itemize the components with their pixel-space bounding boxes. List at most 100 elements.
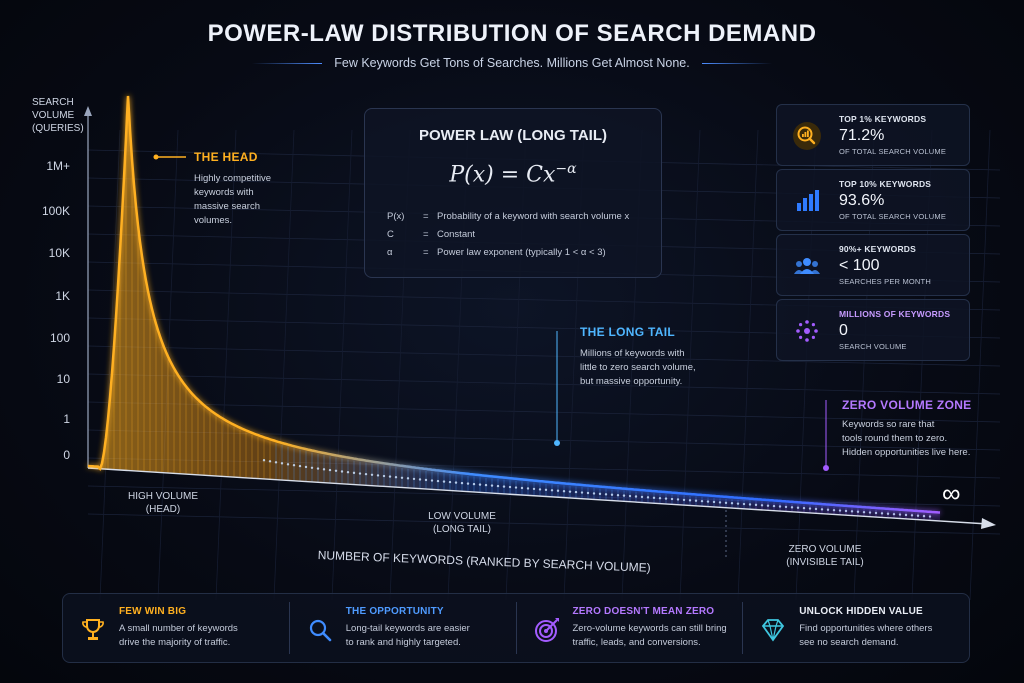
keyword-point	[370, 473, 374, 476]
footer-text: Long-tail keywords are easier to rank an…	[346, 622, 516, 650]
keyword-point	[922, 514, 926, 518]
keyword-point	[880, 512, 884, 515]
x-region-label-line: ZERO VOLUME	[788, 544, 862, 555]
stat-card-top-10: TOP 10% KEYWORDS 93.6% OF TOTAL SEARCH V…	[776, 169, 970, 231]
keyword-point	[574, 490, 578, 494]
keyword-point	[790, 506, 794, 509]
def-equals: =	[423, 229, 429, 240]
stat-card-90-percent: 90%+ KEYWORDS < 100 SEARCHES PER MONTH	[776, 234, 970, 296]
keyword-point	[838, 509, 842, 512]
keyword-point	[808, 507, 812, 510]
chart-axes	[84, 106, 996, 560]
long-tail-annotation: THE LONG TAIL Millions of keywords with …	[580, 325, 696, 389]
def-desc: Constant	[437, 229, 476, 240]
keyword-point	[664, 497, 668, 500]
head-text-line: Highly competitive	[194, 173, 272, 184]
grid-line	[273, 129, 295, 601]
keyword-point	[322, 468, 326, 471]
keyword-point	[796, 506, 800, 509]
keyword-point	[436, 479, 440, 483]
subtitle-rule-right	[701, 62, 772, 64]
keyword-point	[766, 504, 770, 507]
keyword-point	[754, 503, 758, 507]
keyword-point	[412, 477, 416, 481]
x-axis-line	[87, 467, 989, 525]
insights-footer: FEW WIN BIG A small number of keywords d…	[62, 593, 970, 663]
keyword-point	[610, 493, 614, 496]
keyword-point	[532, 487, 536, 491]
keyword-point	[892, 512, 896, 516]
keyword-point	[262, 458, 266, 462]
y-tick-label: 10	[56, 372, 70, 386]
keyword-point	[334, 469, 338, 473]
stat-card-millions: MILLIONS OF KEYWORDS 0 SEARCH VOLUME	[776, 299, 970, 361]
keyword-point	[748, 503, 752, 506]
x-region-label-line: (HEAD)	[145, 504, 181, 515]
footer-item-zero-not-zero: ZERO DOESN'T MEAN ZERO Zero-volume keywo…	[517, 602, 744, 654]
keyword-point	[856, 510, 860, 513]
keyword-point	[592, 492, 596, 495]
long-tail-text: Millions of keywords with little to zero…	[580, 347, 696, 389]
zero-zone-title: ZERO VOLUME ZONE	[842, 398, 972, 412]
keyword-point	[844, 509, 848, 513]
keyword-point	[520, 486, 524, 490]
bar-chart-icon	[791, 185, 823, 217]
users-icon	[791, 250, 823, 282]
y-tick-label: 1K	[55, 289, 70, 303]
zero-zone-text: Keywords so rare that tools round them t…	[842, 418, 971, 460]
def-symbol: P(x)	[387, 211, 405, 222]
keyword-point	[778, 505, 782, 508]
head-text-line: massive search	[194, 201, 260, 212]
keyword-point	[694, 499, 698, 502]
keyword-point	[430, 479, 434, 482]
footer-text-line: to rank and highly targeted.	[345, 637, 461, 648]
keyword-point	[454, 481, 458, 484]
keyword-point	[400, 476, 404, 479]
keyword-point	[784, 505, 788, 509]
formula-def-row: C = Constant	[387, 229, 475, 240]
keyword-point	[514, 486, 518, 489]
keyword-point	[850, 510, 854, 513]
keyword-point	[508, 485, 512, 489]
y-tick-label: 100	[49, 331, 70, 345]
footer-item-unlock-value: UNLOCK HIDDEN VALUE Find opportunities w…	[743, 602, 969, 654]
stat-value: 93.6%	[839, 192, 885, 209]
grid-line	[99, 129, 121, 601]
keyword-point	[646, 496, 650, 499]
long-tail-text-line: Millions of keywords with	[580, 348, 685, 359]
stat-sub: OF TOTAL SEARCH VOLUME	[839, 147, 947, 156]
keyword-point	[886, 512, 890, 515]
keyword-point	[700, 499, 704, 503]
annotation-leaders	[153, 154, 829, 471]
keyword-point	[478, 483, 482, 486]
page-subtitle: Few Keywords Get Tons of Searches. Milli…	[334, 56, 690, 70]
footer-text-line: see no search demand.	[799, 637, 899, 648]
keyword-point	[868, 511, 872, 514]
grid-line	[969, 129, 991, 601]
keyword-point	[316, 467, 320, 470]
footer-text-line: A small number of keywords	[119, 623, 238, 634]
footer-text: A small number of keywords drive the maj…	[119, 622, 289, 650]
keyword-point	[742, 502, 746, 506]
keyword-point	[916, 514, 920, 517]
keyword-point	[304, 465, 308, 469]
keyword-point	[526, 487, 530, 490]
keyword-point	[556, 489, 560, 492]
keyword-point	[736, 502, 740, 505]
formula-expression: P(x) = Cx−α	[365, 161, 661, 187]
footer-title: FEW WIN BIG	[119, 606, 187, 617]
trophy-icon	[77, 614, 109, 646]
keyword-point	[568, 490, 572, 493]
keyword-point	[352, 471, 356, 475]
formula-box: POWER LAW (LONG TAIL) P(x) = Cx−α P(x) =…	[364, 108, 662, 278]
def-symbol: α	[387, 247, 393, 258]
keyword-point	[448, 480, 452, 484]
zero-zone-text-line: Hidden opportunities live here.	[842, 447, 971, 458]
keyword-point	[688, 499, 692, 502]
keyword-point	[598, 492, 602, 496]
long-tail-text-line: but massive opportunity.	[580, 376, 683, 387]
grid-line	[87, 345, 1001, 367]
stat-value: 0	[839, 322, 848, 339]
stat-label: TOP 10% KEYWORDS	[839, 179, 932, 189]
keyword-point	[820, 508, 824, 511]
